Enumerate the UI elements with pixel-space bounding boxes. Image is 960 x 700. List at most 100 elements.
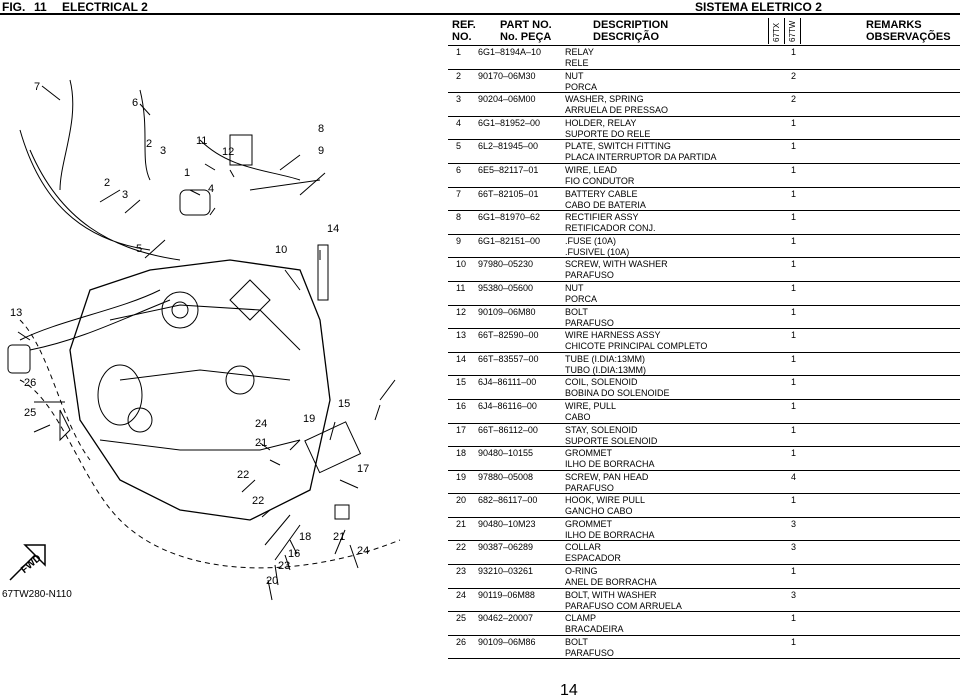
description-en-cell: BOLT — [565, 306, 588, 317]
description-en-cell: COIL, SOLENOID — [565, 377, 638, 388]
callout-6: 6 — [132, 97, 138, 109]
part-number-cell: 6J4–86116–00 — [478, 400, 537, 411]
part-number-cell: 6G1–81970–62 — [478, 212, 541, 223]
callout-4: 4 — [208, 183, 214, 195]
col-remarks-pt: OBSERVAÇÕES — [866, 31, 951, 43]
fig-title-en: ELECTRICAL 2 — [62, 0, 148, 14]
description-pt-cell: PARAFUSO — [565, 647, 614, 658]
description-pt-cell: PARAFUSO — [565, 482, 614, 493]
ref-cell: 2 — [456, 70, 462, 81]
description-en-cell: BATTERY CABLE — [565, 188, 638, 199]
callout-21: 21 — [255, 437, 267, 449]
description-pt-cell: PARAFUSO COM ARRUELA — [565, 600, 682, 611]
callout-15: 15 — [338, 398, 350, 410]
part-number-cell: 66T–82590–00 — [478, 330, 539, 341]
part-number-cell: 6J4–86111–00 — [478, 377, 537, 388]
quantity-cell: 1 — [791, 164, 797, 175]
part-number-cell: 682–86117–00 — [478, 495, 538, 506]
callout-12: 12 — [222, 146, 234, 158]
description-pt-cell: PLACA INTERRUPTOR DA PARTIDA — [565, 152, 717, 163]
exploded-diagram: 7 6 2 3 11 8 9 12 1 2 3 4 5 10 14 13 26 … — [7, 79, 401, 601]
quantity-cell: 2 — [791, 94, 797, 105]
col-ref-en: REF. — [452, 19, 476, 31]
callout-2: 2 — [146, 138, 152, 150]
page-header: FIG. 11 ELECTRICAL 2 SISTEMA ELETRICO 2 — [0, 0, 960, 14]
callout-16: 16 — [288, 548, 300, 560]
col-divider — [784, 18, 785, 44]
part-number-cell: 90109–06M80 — [478, 306, 536, 317]
callout-14: 14 — [327, 223, 339, 235]
quantity-cell: 1 — [791, 400, 797, 411]
col-divider — [800, 18, 801, 44]
description-pt-cell: PARAFUSO — [565, 317, 614, 328]
ref-cell: 15 — [456, 377, 467, 388]
description-pt-cell: .FUSIVEL (10A) — [565, 246, 630, 257]
col-desc-pt: DESCRIÇÃO — [593, 31, 660, 43]
description-pt-cell: CABO — [565, 411, 591, 422]
part-number-cell: 66T–83557–00 — [478, 353, 539, 364]
quantity-cell: 1 — [791, 47, 797, 57]
description-pt-cell: PARAFUSO — [565, 270, 614, 281]
ref-cell: 23 — [456, 566, 467, 577]
description-en-cell: WIRE HARNESS ASSY — [565, 330, 661, 341]
quantity-cell: 1 — [791, 117, 797, 128]
quantity-cell: 1 — [791, 448, 797, 459]
description-en-cell: CLAMP — [565, 613, 597, 624]
ref-cell: 1 — [456, 47, 462, 57]
ref-cell: 6 — [456, 164, 462, 175]
quantity-cell: 1 — [791, 306, 797, 317]
description-pt-cell: PORCA — [565, 81, 598, 92]
description-pt-cell: PORCA — [565, 293, 598, 304]
ref-cell: 26 — [456, 636, 467, 647]
description-pt-cell: TUBO (I.DIA:13MM) — [565, 364, 647, 375]
quantity-cell: 4 — [791, 471, 797, 482]
callout-3: 3 — [160, 145, 166, 157]
callout-18: 18 — [299, 531, 311, 543]
quantity-cell: 1 — [791, 566, 797, 577]
ref-cell: 17 — [456, 424, 467, 435]
description-pt-cell: ESPACADOR — [565, 553, 621, 564]
ref-cell: 11 — [456, 282, 466, 293]
description-pt-cell: CABO DE BATERIA — [565, 199, 646, 210]
ref-cell: 20 — [456, 495, 467, 506]
callout-25: 25 — [24, 407, 36, 419]
callout-23: 23 — [278, 560, 290, 572]
quantity-cell: 1 — [791, 235, 797, 246]
callout-20: 20 — [266, 575, 278, 587]
ref-cell: 12 — [456, 306, 467, 317]
ref-cell: 8 — [456, 212, 462, 223]
description-en-cell: HOOK, WIRE PULL — [565, 495, 646, 506]
fwd-label: FWD — [19, 553, 44, 576]
description-en-cell: PLATE, SWITCH FITTING — [565, 141, 671, 152]
part-number-cell: 90387–06289 — [478, 542, 534, 553]
callout-10: 10 — [275, 244, 287, 256]
description-pt-cell: ILHO DE BORRACHA — [565, 459, 655, 470]
callout-17: 17 — [357, 463, 369, 475]
description-en-cell: SCREW, PAN HEAD — [565, 471, 649, 482]
description-en-cell: O-RING — [565, 566, 598, 577]
col-desc-en: DESCRIPTION — [593, 19, 669, 31]
callout-1: 1 — [184, 167, 190, 179]
fig-label: FIG. — [2, 0, 26, 14]
description-pt-cell: SUPORTE SOLENOID — [565, 435, 658, 446]
part-number-cell: 90462–20007 — [478, 613, 534, 624]
ref-cell: 9 — [456, 235, 462, 246]
callout-3b: 3 — [122, 189, 128, 201]
ref-cell: 21 — [456, 518, 467, 529]
page-number: 14 — [560, 682, 578, 699]
part-number-cell: 90170–06M30 — [478, 70, 536, 81]
ref-cell: 16 — [456, 400, 467, 411]
part-number-cell: 6G1–8194A–10 — [478, 47, 542, 57]
